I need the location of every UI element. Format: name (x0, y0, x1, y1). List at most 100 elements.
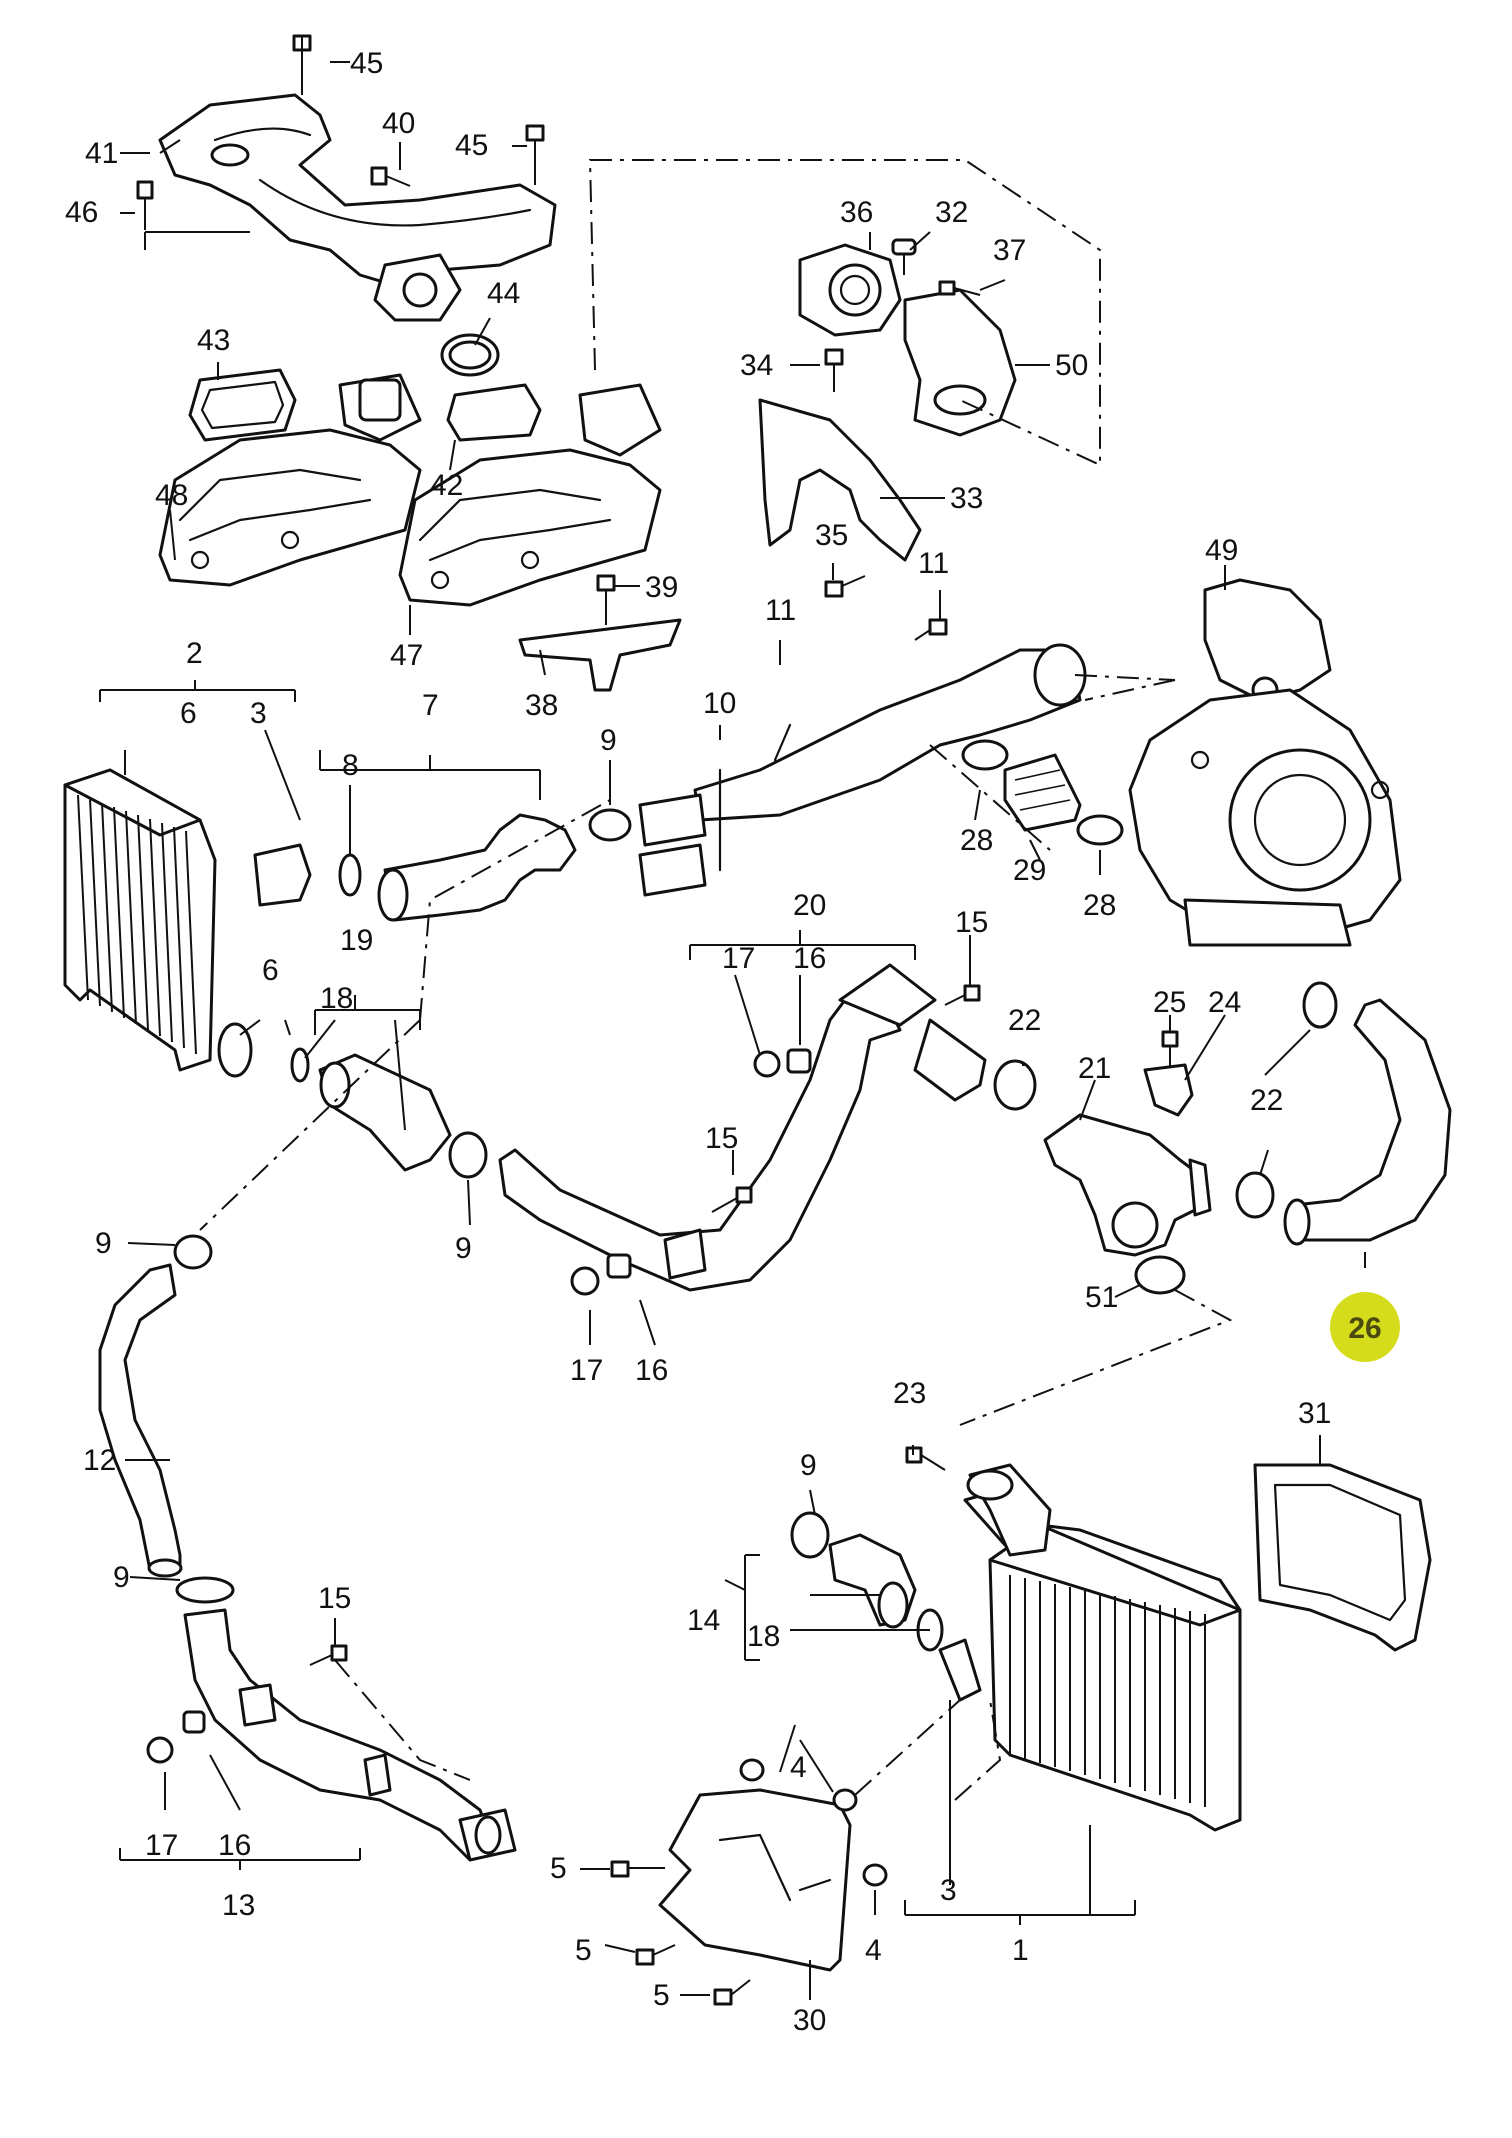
radiator-fin (89, 798, 101, 1007)
clamp-9-upper (588, 808, 632, 842)
radiator-fin (101, 802, 113, 1013)
bolt-37 (938, 280, 981, 296)
clamp-9-left (173, 1234, 213, 1270)
flange-6 (217, 1022, 253, 1078)
label-18-lower: 18 (747, 1620, 780, 1653)
label-9-middle: 9 (455, 1232, 472, 1265)
label-12: 12 (83, 1444, 116, 1477)
bracket-38 (518, 618, 682, 692)
label-7: 7 (422, 689, 439, 722)
bolt-46 (136, 180, 154, 230)
label-5-lower: 5 (653, 1979, 670, 2012)
label-4-upper: 4 (790, 1751, 807, 1784)
label-6-lower: 6 (262, 954, 279, 987)
bolt-15-middle (711, 1186, 753, 1213)
label-5-middle: 5 (575, 1934, 592, 1967)
connector-pipe-23 (966, 1463, 1052, 1557)
bolt-15-bottom (309, 1644, 348, 1666)
label-40: 40 (382, 107, 415, 140)
heat-shield-33 (758, 398, 922, 562)
label-45: 45 (350, 47, 383, 80)
flange-3-right (938, 1638, 982, 1702)
label-6-upper: 6 (180, 697, 197, 730)
label-42: 42 (430, 469, 463, 502)
hose-7 (377, 813, 577, 922)
bolt-45-right (525, 124, 545, 185)
label-15-middle: 15 (705, 1122, 738, 1155)
bolt-32 (891, 238, 917, 275)
cap-17-top (753, 1050, 781, 1078)
label-49: 49 (1205, 534, 1238, 567)
label-3-upper: 3 (250, 697, 267, 730)
washer-4-upper (739, 1758, 765, 1782)
label-26: 26 (1348, 1312, 1381, 1345)
o-ring-51 (1134, 1255, 1186, 1295)
label-9-lower-left: 9 (113, 1561, 130, 1594)
label-21: 21 (1078, 1052, 1111, 1085)
label-36: 36 (840, 196, 873, 229)
clamp-9-middle (448, 1131, 488, 1179)
label-14: 14 (687, 1604, 720, 1637)
label-51: 51 (1085, 1281, 1118, 1314)
label-8: 8 (342, 749, 359, 782)
label-28-left: 28 (960, 824, 993, 857)
label-9-bottom: 9 (800, 1449, 817, 1482)
cap-17-middle (570, 1266, 600, 1296)
hose-12 (98, 1263, 183, 1578)
bolt-25 (1161, 1030, 1179, 1068)
label-28-right: 28 (1083, 889, 1116, 922)
label-46: 46 (65, 196, 98, 229)
intake-manifold-47 (398, 383, 662, 607)
bolt-5-middle (635, 1944, 676, 1966)
label-45-right: 45 (455, 129, 488, 162)
part-labels: 45 41 46 40 45 44 43 42 48 47 38 39 36 3… (65, 47, 1400, 2037)
label-3-lower: 3 (940, 1874, 957, 1907)
clamp-28-left (961, 739, 1009, 771)
label-17-bottom: 17 (145, 1829, 178, 1862)
label-25: 25 (1153, 986, 1186, 1019)
clamp-22-top (1302, 981, 1338, 1029)
radiator-fin (149, 818, 161, 1037)
hose-14 (828, 1533, 917, 1629)
flange-3-left (253, 843, 312, 907)
bracket-30 (658, 1788, 852, 1972)
bolt-11-right (914, 618, 948, 641)
label-30: 30 (793, 2004, 826, 2037)
radiator-fin (161, 822, 173, 1043)
turbocharger-49 (1128, 578, 1402, 947)
label-31: 31 (1298, 1397, 1331, 1430)
connector-21 (1043, 1113, 1212, 1257)
intake-connector-pipe (158, 93, 557, 322)
bolt-15-top (944, 984, 981, 1006)
gasket-43 (188, 368, 297, 442)
leader-lines (99, 36, 1366, 2000)
o-ring-8 (338, 853, 362, 897)
bolt-35 (824, 575, 866, 598)
washer-4-right (832, 1788, 858, 1812)
o-ring-18-upper (290, 1047, 310, 1083)
label-48: 48 (155, 479, 188, 512)
label-17-top: 17 (722, 942, 755, 975)
plug-16-middle (606, 1253, 632, 1279)
label-15-bottom: 15 (318, 1582, 351, 1615)
label-34: 34 (740, 349, 773, 382)
clamp-22-left (993, 1059, 1037, 1111)
label-16-middle: 16 (635, 1354, 668, 1387)
bolt-39 (596, 574, 616, 625)
gasket-42 (446, 383, 542, 442)
hose-connector-20-right (913, 1018, 987, 1102)
label-29: 29 (1013, 854, 1046, 887)
label-22-right: 22 (1250, 1084, 1283, 1117)
clamp-9-bottom (790, 1511, 830, 1559)
label-2: 2 (186, 637, 203, 670)
bolt-5-upper (610, 1860, 665, 1878)
clamp-28-right (1076, 814, 1124, 846)
plug-16-top (786, 1048, 812, 1074)
label-13: 13 (222, 1889, 255, 1922)
coolant-pipe-20 (498, 963, 937, 1292)
label-41: 41 (85, 137, 118, 170)
label-24: 24 (1208, 986, 1241, 1019)
label-35: 35 (815, 519, 848, 552)
label-23: 23 (893, 1377, 926, 1410)
